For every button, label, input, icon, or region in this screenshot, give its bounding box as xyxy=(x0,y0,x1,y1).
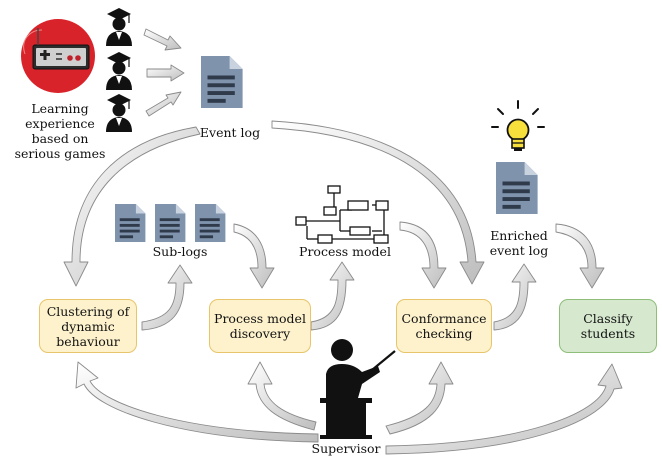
arrow-supervisor-to-classify xyxy=(385,363,623,455)
process-model-label: Process model xyxy=(299,244,391,259)
lightbulb-icon xyxy=(491,100,545,151)
document-icon xyxy=(115,204,146,242)
teacher-icon xyxy=(320,339,396,439)
graduate-student-icon xyxy=(105,51,133,91)
arrow-model-to-conformance xyxy=(399,221,447,289)
sub-logs-label: Sub-logs xyxy=(152,244,208,259)
document-icon xyxy=(496,162,538,214)
arrow-students-to-log-1 xyxy=(143,28,182,51)
arrow-supervisor-to-clustering xyxy=(75,361,319,443)
document-icon xyxy=(195,204,226,242)
arrow-clustering-to-sublogs xyxy=(141,264,193,331)
arrow-log-to-conformance xyxy=(271,120,485,285)
arrow-conformance-to-enriched xyxy=(493,263,537,331)
graduate-student-icon xyxy=(105,7,133,47)
discovery-box: Process model discovery xyxy=(209,299,311,353)
classify-box: Classify students xyxy=(559,299,657,353)
document-icon xyxy=(155,204,186,242)
supervisor-label: Supervisor xyxy=(311,441,381,456)
event-log-label: Event log xyxy=(199,125,261,140)
arrow-enriched-to-classify xyxy=(555,223,605,289)
arrow-supervisor-to-discovery xyxy=(247,361,317,431)
arrow-sublogs-to-discovery xyxy=(233,223,275,289)
process-model-icon xyxy=(295,185,389,244)
enriched-event-log-label: Enriched event log xyxy=(489,228,549,258)
arrow-students-to-log-3 xyxy=(145,91,182,117)
arrow-log-to-clustering xyxy=(63,126,201,287)
learning-experience-label: Learning experience based on serious gam… xyxy=(14,101,106,161)
clustering-box: Clustering of dynamic behaviour xyxy=(39,299,137,353)
gamepad-icon xyxy=(21,19,95,93)
arrow-supervisor-to-conformance xyxy=(385,361,454,435)
arrow-discovery-to-model xyxy=(310,261,355,331)
conformance-box: Conformance checking xyxy=(396,299,492,353)
document-icon xyxy=(201,56,243,108)
arrow-students-to-log-2 xyxy=(146,64,185,82)
